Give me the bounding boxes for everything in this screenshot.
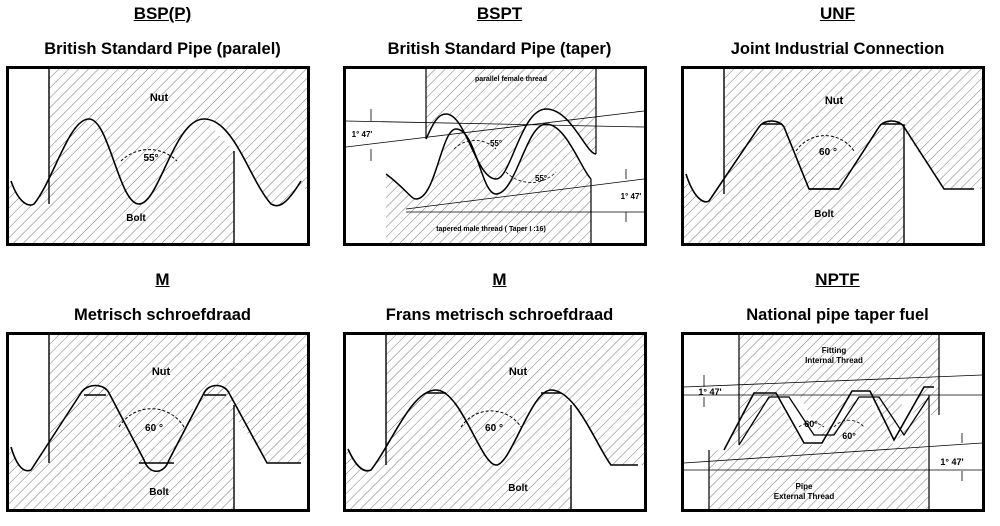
thread-diagram-frans: Nut 60 ° Bolt (343, 332, 647, 512)
thread-code: BSPT (476, 4, 523, 23)
internal-thread-label: Internal Thread (805, 356, 863, 365)
thread-name: British Standard Pipe (taper) (387, 40, 612, 58)
external-thread-label: External Thread (774, 492, 835, 501)
thread-diagram-nptf: Fitting Internal Thread 60° 60° 1° 47' 1… (681, 332, 985, 512)
nut-label: Nut (509, 366, 528, 378)
taper-angle-left: 1° 47' (352, 130, 373, 139)
angle-label-1: 55° (490, 139, 502, 148)
angle-label-1: 60° (804, 419, 818, 429)
nut-label: Nut (150, 92, 169, 104)
thread-code: M (492, 270, 507, 289)
angle-label: 60 ° (145, 423, 163, 434)
pipe-label: Pipe (796, 482, 813, 491)
female-thread-label: parallel female thread (475, 76, 547, 83)
thread-name: Frans metrisch schroefdraad (385, 306, 614, 324)
thread-name: British Standard Pipe (paralel) (44, 40, 281, 58)
thread-cell-bspt: BSPT British Standard Pipe (taper) paral… (337, 0, 662, 260)
angle-label: 60 ° (485, 423, 503, 434)
bolt-label: Bolt (508, 483, 528, 494)
angle-label: 55° (143, 153, 158, 164)
taper-angle-left: 1° 47' (698, 387, 721, 397)
thread-cell-metrisch: M Metrisch schroefdraad Nut 60 ° Bolt (0, 266, 325, 526)
angle-label-2: 60° (842, 431, 856, 441)
thread-diagram-unf: Nut 60 ° Bolt (681, 66, 985, 246)
thread-cell-unf: UNF Joint Industrial Connection Nut 60 °… (675, 0, 1000, 260)
thread-profile-svg: parallel female thread 55° 55° 1° 47' 1°… (346, 69, 644, 243)
thread-profile-svg: Fitting Internal Thread 60° 60° 1° 47' 1… (684, 335, 982, 509)
male-thread-label: tapered male thread ( Taper I :16) (436, 226, 546, 233)
thread-profile-svg: Nut 55° Bolt (9, 69, 307, 243)
nut-label: Nut (825, 95, 844, 107)
thread-profile-svg: Nut 60 ° Bolt (346, 335, 644, 509)
thread-profile-svg: Nut 60 ° Bolt (684, 69, 982, 243)
bolt-label: Bolt (149, 487, 169, 498)
thread-name: Joint Industrial Connection (730, 40, 945, 58)
thread-cell-bspp: BSP(P) British Standard Pipe (paralel) N… (0, 0, 325, 260)
thread-profile-svg: Nut 60 ° Bolt (9, 335, 307, 509)
taper-angle-right: 1° 47' (621, 192, 642, 201)
nut-label: Nut (152, 366, 171, 378)
thread-name: National pipe taper fuel (746, 306, 929, 324)
fitting-label: Fitting (822, 346, 847, 355)
thread-diagram-bspt: parallel female thread 55° 55° 1° 47' 1°… (343, 66, 647, 246)
thread-code: BSP(P) (133, 4, 192, 23)
angle-label: 60 ° (819, 147, 837, 158)
thread-code: NPTF (815, 270, 860, 289)
bolt-label: Bolt (126, 213, 146, 224)
thread-code: M (155, 270, 170, 289)
thread-diagram-metrisch: Nut 60 ° Bolt (6, 332, 310, 512)
taper-angle-right: 1° 47' (940, 457, 963, 467)
thread-code: UNF (820, 4, 855, 23)
angle-label-2: 55° (535, 174, 547, 183)
thread-diagram-bspp: Nut 55° Bolt (6, 66, 310, 246)
thread-name: Metrisch schroefdraad (74, 306, 251, 324)
bolt-label: Bolt (814, 209, 834, 220)
thread-cell-frans: M Frans metrisch schroefdraad Nut 60 ° B… (337, 266, 662, 526)
thread-cell-nptf: NPTF National pipe taper fuel Fitting In… (675, 266, 1000, 526)
